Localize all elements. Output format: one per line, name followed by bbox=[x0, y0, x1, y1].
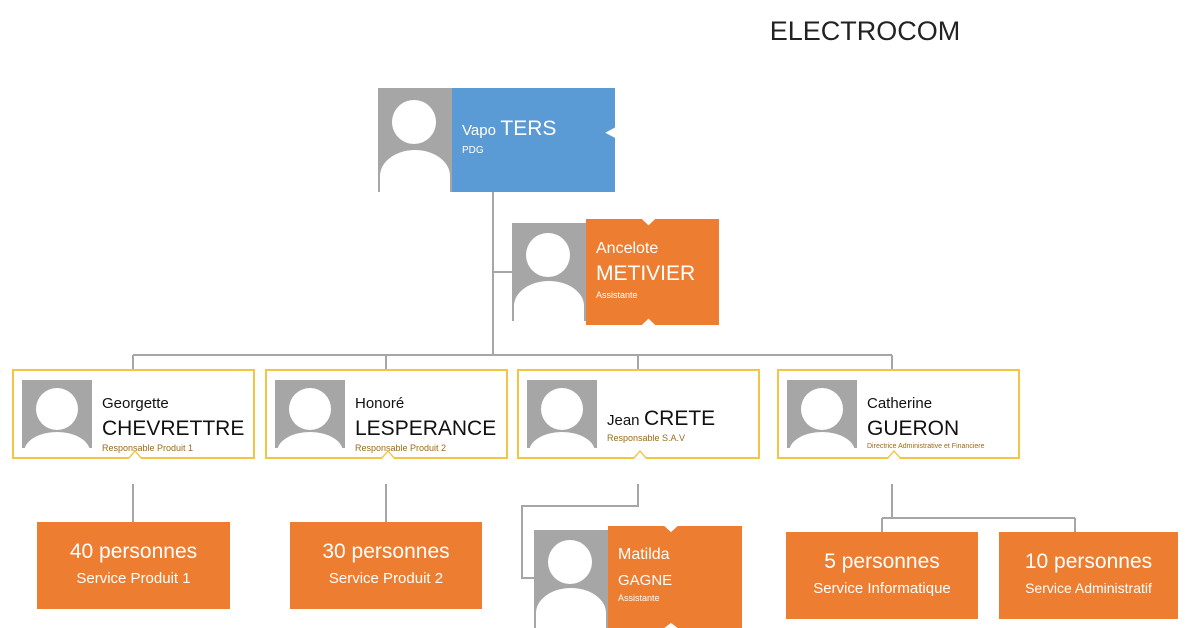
person-silhouette-icon bbox=[36, 388, 78, 430]
company-title: ELECTROCOM bbox=[769, 16, 961, 46]
service-3-count: 5 personnes bbox=[824, 550, 940, 573]
ceo-card: Vapo TERS PDG bbox=[378, 88, 615, 192]
manager-1-role: Responsable Produit 1 bbox=[102, 443, 194, 453]
manager-2-avatar bbox=[275, 380, 345, 448]
manager-3-role: Responsable S.A.V bbox=[607, 433, 686, 443]
service-1-count: 40 personnes bbox=[69, 540, 198, 563]
ceo-first-name: Vapo bbox=[462, 122, 496, 139]
service-4-count: 10 personnes bbox=[1024, 550, 1153, 573]
manager-3-first-name: Jean bbox=[607, 412, 640, 429]
manager-card-2: Honoré LESPERANCE Responsable Produit 2 bbox=[265, 369, 508, 459]
assistant-ceo-first-name: Ancelote bbox=[596, 240, 659, 257]
manager-1-avatar bbox=[22, 380, 92, 448]
manager-2-last-name: LESPERANCE bbox=[355, 417, 497, 440]
service-1-name: Service Produit 1 bbox=[76, 570, 191, 587]
assistant-sav-info-panel: Matilda GAGNE Assistante bbox=[608, 526, 742, 628]
ceo-last-name: TERS bbox=[500, 117, 557, 140]
service-2-name: Service Produit 2 bbox=[328, 570, 444, 587]
ceo-role: PDG bbox=[462, 145, 484, 156]
ceo-info-panel: Vapo TERS PDG bbox=[452, 88, 615, 192]
service-3-name: Service Informatique bbox=[813, 580, 951, 597]
assistant-ceo-role: Assistante bbox=[596, 290, 638, 300]
person-silhouette-icon bbox=[392, 100, 436, 144]
ceo-avatar bbox=[378, 88, 452, 192]
manager-4-role: Directrice Administrative et Financiere bbox=[867, 443, 985, 450]
manager-1-last-name: CHEVRETTRE bbox=[102, 417, 245, 440]
service-2-count: 30 personnes bbox=[322, 540, 450, 563]
assistant-ceo-card: Ancelote METIVIER Assistante bbox=[512, 219, 719, 325]
service-box-1: 40 personnes Service Produit 1 bbox=[37, 522, 230, 609]
manager-4-last-name: GUERON bbox=[867, 417, 960, 440]
manager-2-role: Responsable Produit 2 bbox=[355, 443, 447, 453]
person-silhouette-icon bbox=[801, 388, 843, 430]
connector-sav-assistant bbox=[521, 484, 639, 579]
person-silhouette-icon bbox=[526, 233, 570, 277]
assistant-sav-avatar bbox=[534, 530, 608, 628]
manager-2-first-name: Honoré bbox=[355, 395, 405, 412]
manager-1-first-name: Georgette bbox=[102, 395, 169, 412]
manager-3-last-name: CRETE bbox=[643, 407, 716, 430]
manager-card-4: Catherine GUERON Directrice Administrati… bbox=[777, 369, 1020, 459]
service-box-2: 30 personnes Service Produit 2 bbox=[290, 522, 482, 609]
service-box-4: 10 personnes Service Administratif bbox=[999, 532, 1178, 619]
assistant-sav-role: Assistante bbox=[618, 593, 660, 603]
assistant-ceo-info-panel: Ancelote METIVIER Assistante bbox=[586, 219, 719, 325]
person-silhouette-icon bbox=[289, 388, 331, 430]
assistant-sav-first-name: Matilda bbox=[618, 546, 670, 563]
service-4-name: Service Administratif bbox=[1025, 580, 1152, 596]
manager-4-avatar bbox=[787, 380, 857, 448]
service-box-3: 5 personnes Service Informatique bbox=[786, 532, 978, 619]
person-silhouette-icon bbox=[548, 540, 592, 584]
manager-card-3: Jean CRETE Responsable S.A.V bbox=[517, 369, 760, 459]
person-silhouette-icon bbox=[541, 388, 583, 430]
manager-card-1: Georgette CHEVRETTRE Responsable Produit… bbox=[12, 369, 255, 459]
assistant-ceo-avatar bbox=[512, 223, 586, 321]
assistant-ceo-last-name: METIVIER bbox=[596, 262, 696, 285]
manager-4-first-name: Catherine bbox=[867, 395, 933, 412]
manager-3-avatar bbox=[527, 380, 597, 448]
assistant-sav-card: Matilda GAGNE Assistante bbox=[534, 526, 742, 628]
assistant-sav-last-name: GAGNE bbox=[618, 572, 673, 589]
